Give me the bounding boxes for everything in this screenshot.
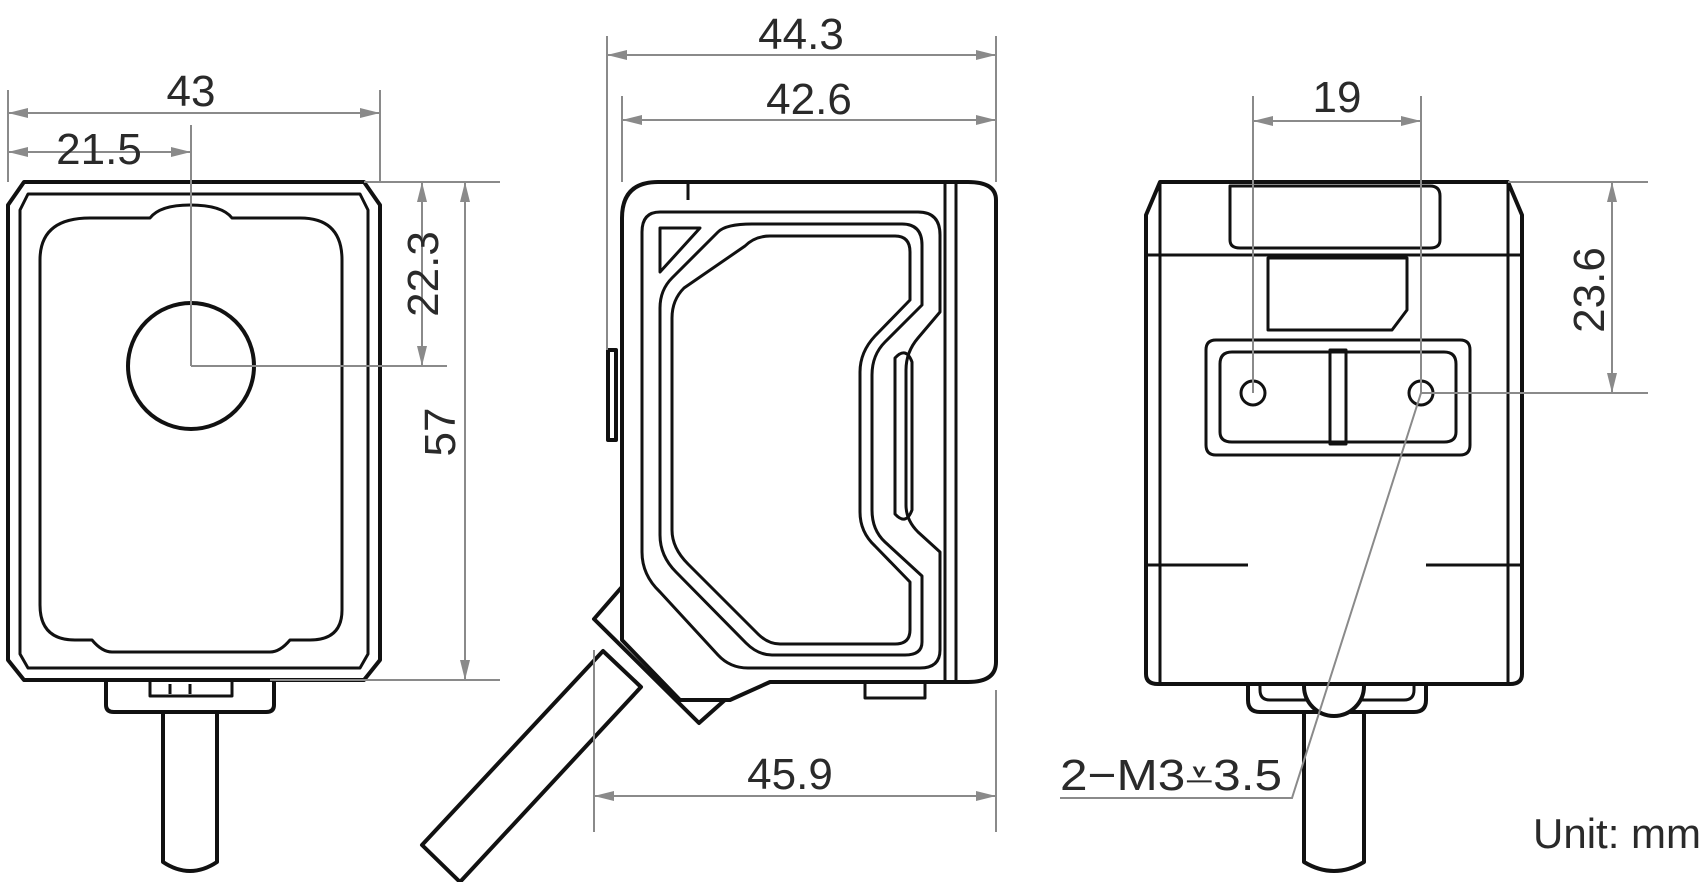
side-window-outer xyxy=(640,210,942,670)
dim-side-body-depth: 42.6 xyxy=(766,75,852,124)
side-bottom-tab xyxy=(863,682,927,700)
rear-top-window xyxy=(1228,184,1442,250)
dim-rear-hole-callout: 2−M3⩡3.5 xyxy=(1060,751,1282,800)
dim-front-height: 57 xyxy=(416,408,465,457)
side-slot xyxy=(893,351,914,521)
rear-housing xyxy=(1144,180,1524,686)
dim-rear-hole-spacing: 19 xyxy=(1313,73,1362,122)
side-view: 44.3 42.6 45.9 xyxy=(420,10,998,882)
rear-center-bar xyxy=(1328,348,1348,446)
front-view: 43 21.5 22.3 57 xyxy=(6,67,500,873)
side-clip xyxy=(606,348,618,442)
rear-label-plate xyxy=(1266,256,1409,332)
side-housing xyxy=(620,180,998,702)
side-body-seam xyxy=(686,184,958,680)
rear-mount-panel xyxy=(1204,338,1472,457)
side-window-lens xyxy=(670,234,912,646)
front-window xyxy=(38,203,344,654)
front-connector-detail xyxy=(148,682,234,698)
leader-hole-callout xyxy=(1060,392,1422,799)
front-cable xyxy=(161,703,219,873)
dim-front-half-width: 21.5 xyxy=(56,125,142,174)
front-housing-inner xyxy=(18,192,370,670)
dim-rear-hole-height: 23.6 xyxy=(1565,247,1614,333)
rear-mount-inner xyxy=(1218,350,1458,444)
dim-side-overall-depth: 44.3 xyxy=(758,10,844,59)
front-housing xyxy=(6,180,382,682)
dim-front-width: 43 xyxy=(167,67,216,116)
unit-label: Unit: mm xyxy=(1533,810,1701,857)
dim-side-cable-depth: 45.9 xyxy=(747,750,833,799)
rear-view: 19 23.6 2−M3⩡3.5 xyxy=(1060,73,1648,873)
rear-plug-inner xyxy=(1258,588,1416,702)
dim-front-lens-offset: 22.3 xyxy=(399,231,448,317)
rear-housing-seam xyxy=(1146,182,1522,684)
side-wedge xyxy=(658,226,702,274)
side-cable xyxy=(420,649,643,882)
side-window-inner xyxy=(658,222,924,657)
